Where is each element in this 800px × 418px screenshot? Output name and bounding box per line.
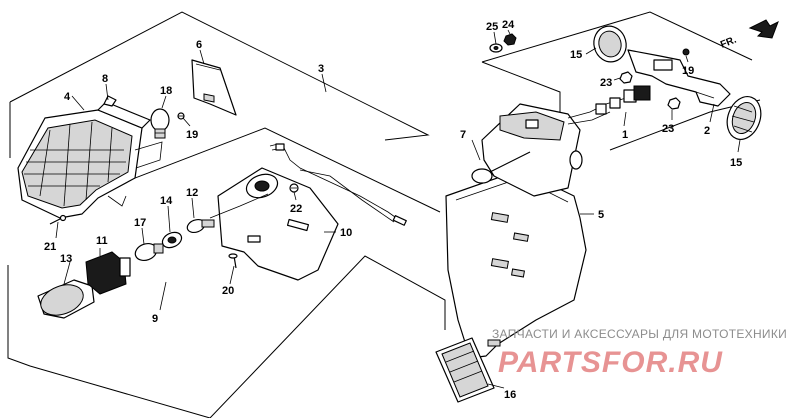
callout-22: 22	[290, 203, 302, 215]
callout-2: 2	[704, 125, 710, 137]
license-bracket	[217, 167, 339, 281]
washer-25	[489, 43, 503, 53]
callout-9: 9	[152, 313, 158, 325]
callout-5: 5	[598, 209, 604, 221]
callout-15-upper: 15	[570, 49, 582, 61]
watermark-logo: PARTSFOR.RU	[498, 346, 723, 379]
tail-light-lens	[17, 95, 163, 219]
callout-21: 21	[44, 241, 56, 253]
washer-14	[161, 231, 183, 249]
callout-17: 17	[134, 217, 146, 229]
callout-7: 7	[460, 129, 466, 141]
screw-19-left	[177, 112, 185, 120]
nut-24	[503, 33, 517, 46]
license-light-lens	[37, 279, 95, 319]
bolt-22	[289, 183, 299, 193]
grommet-12	[186, 218, 215, 234]
tail-bulb	[150, 108, 170, 139]
rear-fender	[445, 169, 587, 359]
callout-16: 16	[504, 389, 516, 401]
nut-23-right	[667, 97, 681, 110]
side-reflector-upper	[593, 25, 627, 63]
callout-15-lower: 15	[730, 157, 742, 169]
callout-18: 18	[160, 85, 172, 97]
side-reflector-lower	[726, 96, 762, 140]
reflector-stay	[627, 49, 731, 107]
license-light-housing	[471, 103, 583, 197]
callout-10: 10	[340, 227, 352, 239]
callout-14: 14	[160, 195, 173, 207]
leader-lines	[55, 29, 741, 389]
callout-19-left: 19	[186, 129, 198, 141]
callout-3: 3	[318, 63, 324, 75]
wire-harness-right	[567, 85, 651, 125]
callout-23-left: 23	[600, 77, 612, 89]
callout-6: 6	[196, 39, 202, 51]
nut-23-left	[619, 71, 633, 84]
reflector-bracket	[191, 59, 237, 116]
callout-20: 20	[222, 285, 234, 297]
callout-12: 12	[186, 187, 198, 199]
screw-20	[228, 253, 238, 269]
callout-8: 8	[102, 73, 108, 85]
rear-reflector	[435, 337, 495, 403]
watermark-caption: ЗАПЧАСТИ И АКСЕССУАРЫ ДЛЯ МОТОТЕХНИКИ	[492, 327, 787, 341]
front-direction-label: FR.	[719, 34, 738, 50]
watermark: ЗАПЧАСТИ И АКСЕССУАРЫ ДЛЯ МОТОТЕХНИКИ PA…	[492, 327, 787, 379]
callout-24: 24	[502, 19, 515, 31]
callout-23-right: 23	[662, 123, 674, 135]
callout-19-right: 19	[682, 65, 694, 77]
wire-harness-left	[209, 143, 407, 226]
callout-25: 25	[486, 21, 498, 33]
screw-21	[49, 214, 67, 225]
callout-13: 13	[60, 253, 72, 265]
callout-11: 11	[96, 235, 108, 247]
screw-19-right	[682, 48, 690, 56]
callout-4: 4	[64, 91, 71, 103]
callouts: 8 4 18 19 6 3 21 11 13 17 14 12 9 10 22 …	[44, 19, 742, 401]
license-bulb	[134, 242, 164, 262]
license-light-socket	[85, 251, 131, 295]
front-direction-marker: FR.	[719, 19, 779, 51]
callout-1: 1	[622, 129, 628, 141]
